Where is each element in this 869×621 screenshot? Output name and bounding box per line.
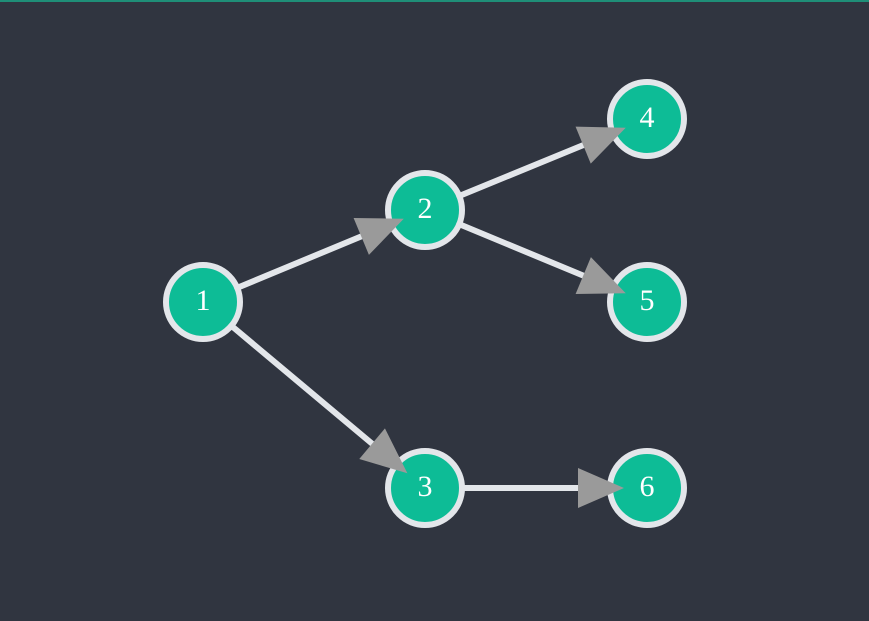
- edge-2-4: [456, 126, 626, 199]
- edge-1-2: [234, 217, 404, 291]
- edge-3-6: [459, 468, 624, 508]
- node-circle: [163, 262, 243, 342]
- node-circle: [385, 170, 465, 250]
- edge-line: [234, 231, 368, 291]
- arrowhead-icon: [575, 257, 626, 295]
- node-label: 3: [418, 470, 433, 503]
- node-label: 4: [640, 101, 655, 134]
- node-4: [607, 79, 687, 159]
- arrowhead-icon: [353, 217, 404, 255]
- node-label: 2: [418, 192, 433, 225]
- edge-line: [228, 322, 379, 450]
- arrowhead-icon: [359, 428, 408, 474]
- node-2: [385, 170, 465, 250]
- labels-layer: 1 2 3 4 5 6: [196, 101, 655, 503]
- edge-line: [456, 140, 590, 199]
- node-circle: [607, 79, 687, 159]
- node-label: 5: [640, 284, 655, 317]
- node-label: 1: [196, 284, 211, 317]
- edge-1-3: [228, 322, 408, 474]
- node-5: [607, 262, 687, 342]
- arrowhead-icon: [578, 468, 624, 508]
- arrowhead-icon: [575, 126, 626, 164]
- node-label: 6: [640, 470, 655, 503]
- edge-line: [456, 221, 590, 281]
- edge-2-5: [456, 221, 626, 295]
- node-1: [163, 262, 243, 342]
- node-circle: [607, 262, 687, 342]
- nodes-layer: [163, 79, 687, 528]
- edges-layer: [228, 126, 626, 508]
